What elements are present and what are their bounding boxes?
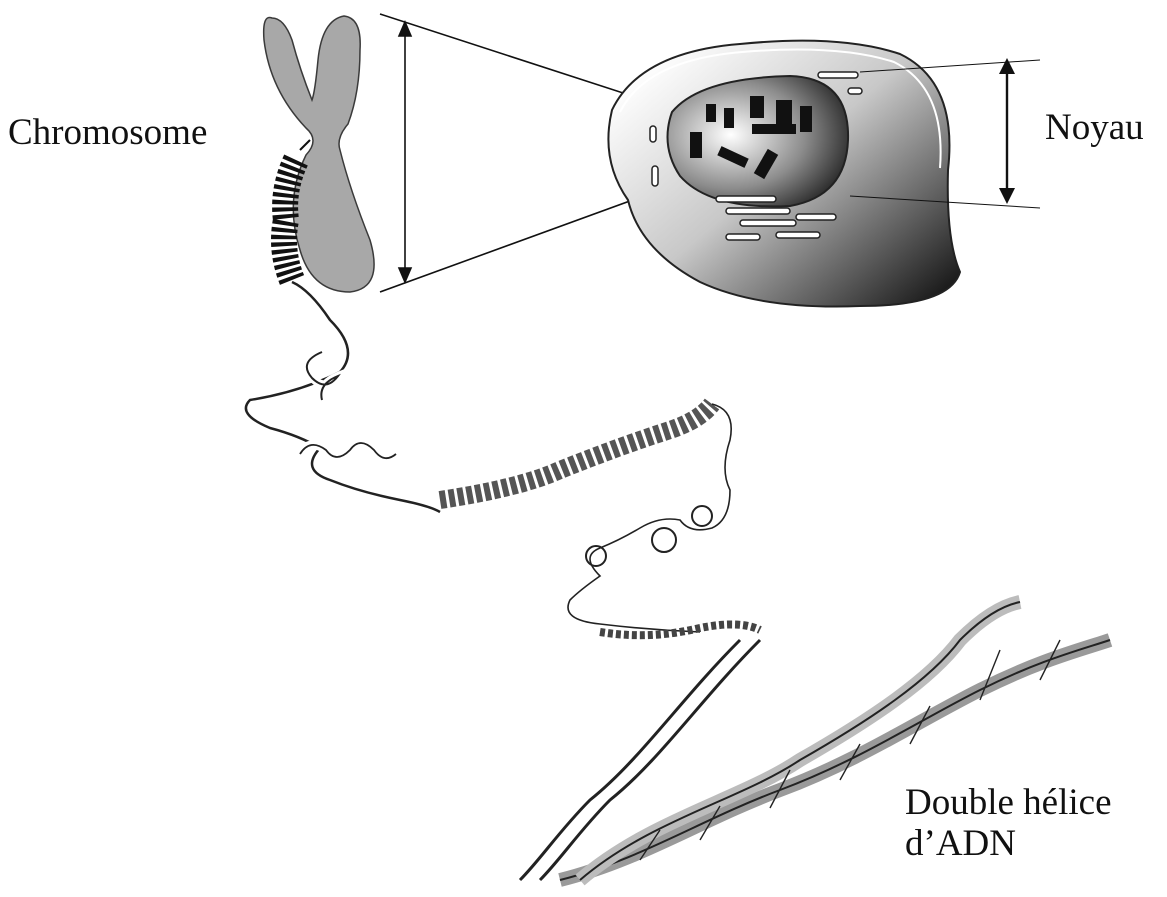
chromosome-label: Chromosome — [8, 112, 207, 153]
dna-helix-label-line2: d’ADN — [905, 823, 1112, 864]
dna-helix-label: Double hélice d’ADN — [905, 782, 1112, 865]
cell-figure — [608, 41, 960, 307]
chromatin-fibre — [246, 282, 760, 635]
dna-helix-label-line1: Double hélice — [905, 782, 1112, 823]
nucleus-label: Noyau — [1045, 107, 1144, 148]
